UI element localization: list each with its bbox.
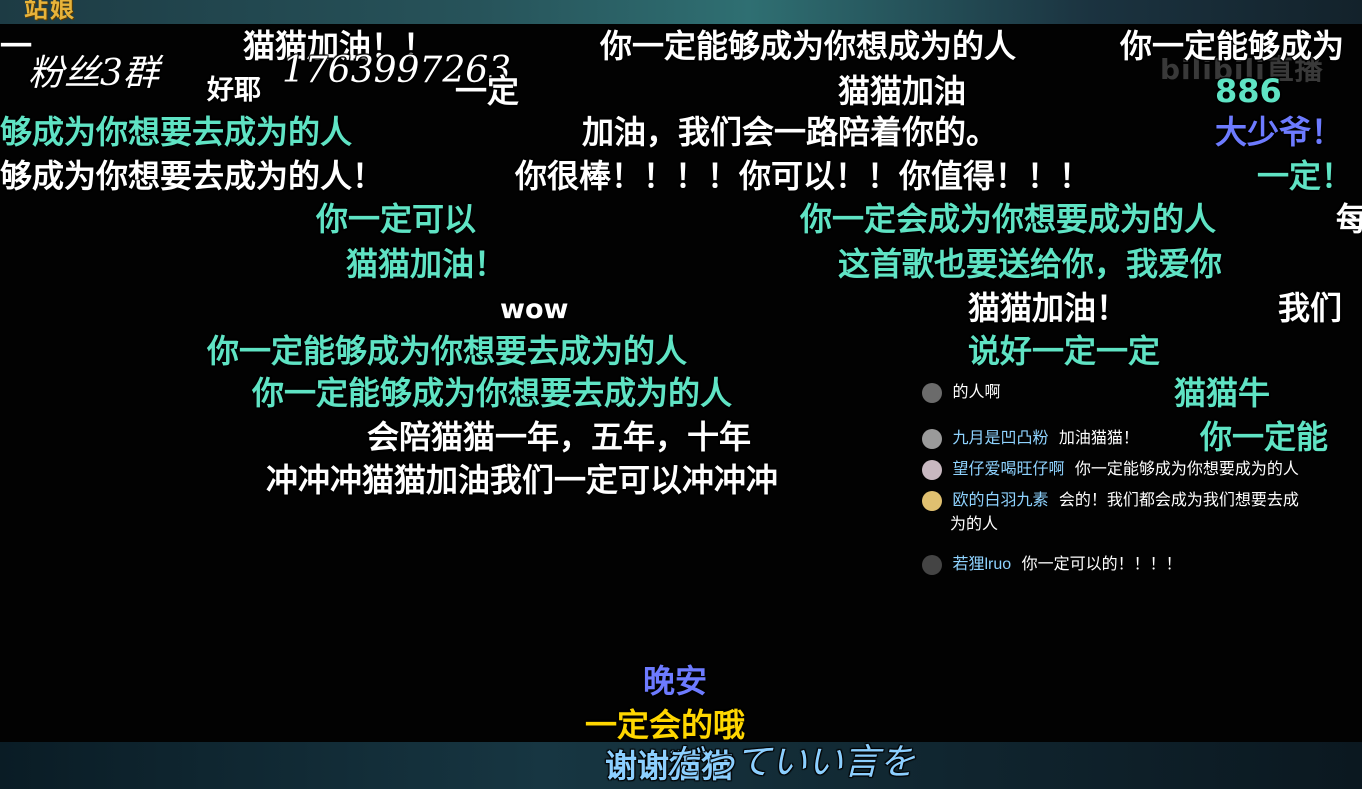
danmaku-comment: 你一定会成为你想要成为的人 (800, 200, 1217, 238)
danmaku-comment: 晚安 (643, 662, 708, 700)
danmaku-comment: 每 (1336, 200, 1362, 238)
video-top-banner: 站娘 (0, 0, 1362, 24)
chat-username: 欧的白羽九素 (952, 492, 1049, 509)
video-bottom-banner (0, 742, 1362, 789)
danmaku-comment: 猫猫牛 (1174, 374, 1271, 412)
danmaku-comment: 你一定可以 (316, 200, 477, 238)
avatar (922, 554, 942, 575)
danmaku-comment: 这首歌也要送给你，我爱你 (838, 245, 1223, 283)
chat-overlay: 的人啊 九月是凹凸粉 加油猫猫！ 望仔爱喝旺仔啊 你一定能够成为你想要成为的人 … (916, 380, 1362, 590)
danmaku-comment: 猫猫加油！ (968, 289, 1129, 327)
chat-username: 九月是凹凸粉 (952, 430, 1049, 447)
danmaku-comment: 你一定能 (1200, 418, 1329, 456)
danmaku-comment: 够成为你想要去成为的人 (0, 113, 353, 151)
danmaku-comment: 一 (0, 27, 33, 65)
chat-message: 加油猫猫！ (1058, 430, 1139, 447)
danmaku-comment: 粉丝3群 (28, 53, 159, 94)
chat-item: 九月是凹凸粉 加油猫猫！ (922, 428, 1139, 450)
danmaku-comment: 会陪猫猫一年，五年，十年 (367, 418, 752, 456)
banner-logo: 站娘 (24, 0, 76, 23)
danmaku-comment: 够成为你想要去成为的人！ (0, 157, 385, 195)
avatar (922, 428, 942, 449)
chat-item: 欧的白羽九素 会的！我们都会成为我们想要去成 (922, 490, 1299, 512)
chat-username: 望仔爱喝旺仔啊 (952, 461, 1065, 478)
danmaku-comment: 一定 (455, 72, 520, 110)
danmaku-comment: 你很棒！！！！你可以！！你值得！！！ (515, 157, 1092, 195)
danmaku-comment: 加油，我们会一路陪着你的。 (582, 113, 999, 151)
danmaku-comment: 886 (1215, 72, 1282, 110)
chat-message: 的人啊 (952, 384, 1001, 401)
danmaku-comment: 好耶 (207, 75, 261, 106)
chat-message: 你一定可以的！！！！ (1021, 556, 1182, 573)
chat-message: 你一定能够成为你想要成为的人 (1074, 461, 1299, 478)
danmaku-comment: 说好一定一定 (968, 332, 1161, 370)
danmaku-comment: 谢谢猫猫 (605, 747, 734, 785)
danmaku-comment: 猫猫加油！ (346, 245, 507, 283)
avatar (922, 459, 942, 480)
danmaku-comment: 一定！ (1257, 157, 1354, 195)
platform-watermark: bilibili直播 (1160, 53, 1324, 86)
danmaku-comment: 猫猫加油！！ (243, 27, 436, 65)
danmaku-comment: 猫猫加油 (838, 72, 967, 110)
danmaku-comment: 冲冲冲猫猫加油我们一定可以冲冲冲 (266, 461, 779, 499)
chat-username: 若狸lruo (952, 556, 1012, 573)
chat-message-continued: 为的人 (950, 516, 999, 533)
danmaku-comment: 你一定能够成为 (1120, 27, 1345, 65)
chat-item: 若狸lruo 你一定可以的！！！！ (922, 554, 1182, 576)
danmaku-comment: だっていい言を (665, 742, 916, 783)
avatar (922, 382, 942, 403)
danmaku-comment: 1763997263 (282, 50, 512, 91)
avatar (922, 490, 942, 511)
danmaku-comment: 我们 (1278, 289, 1343, 327)
chat-item: 望仔爱喝旺仔啊 你一定能够成为你想要成为的人 (922, 459, 1299, 481)
danmaku-comment: 你一定能够成为你想成为的人 (600, 27, 1017, 65)
danmaku-comment: 大少爷！ (1215, 113, 1344, 151)
chat-message: 会的！我们都会成为我们想要去成 (1058, 492, 1299, 509)
chat-item: 的人啊 (922, 382, 1000, 404)
danmaku-comment: 你一定能够成为你想要去成为的人 (252, 374, 733, 412)
danmaku-comment: 一定会的哦 (585, 706, 746, 744)
danmaku-comment: 你一定能够成为你想要去成为的人 (207, 332, 688, 370)
danmaku-comment: wow (500, 294, 569, 325)
